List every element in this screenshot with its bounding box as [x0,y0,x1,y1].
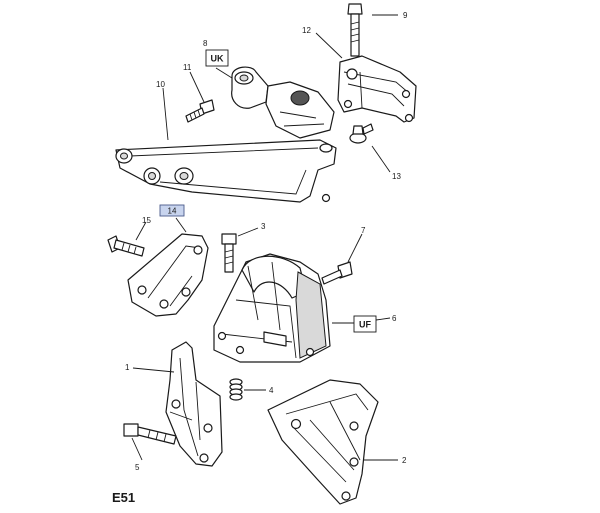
bolt-part-3[interactable] [221,233,237,273]
bolt-part-7[interactable] [321,261,353,285]
callout-12: 12 [302,26,311,35]
callout-1: 1 [125,363,130,372]
triangular-bracket-part-2[interactable] [267,379,379,505]
callout-11: 11 [183,63,192,72]
torque-rod-bushing[interactable] [231,66,335,139]
svg-text:UK: UK [211,54,224,64]
upper-bracket-part-12[interactable] [337,55,417,123]
callout-14: 14 [168,207,177,216]
bolt-part-11[interactable] [185,99,215,123]
callout-5: 5 [135,463,140,472]
vertical-bracket-part-1[interactable] [165,341,223,467]
bolt-part-13[interactable] [349,123,374,144]
tag-uk: UK [205,49,229,67]
bracket-part-14[interactable] [127,233,209,317]
tag-uf: UF [353,315,377,333]
callout-13: 13 [392,172,401,181]
bolt-part-9[interactable] [347,3,363,57]
svg-text:UF: UF [359,320,371,330]
bolt-part-5[interactable] [123,423,177,445]
callout-9: 9 [403,11,408,20]
callout-10: 10 [156,80,165,89]
callout-15: 15 [142,216,151,225]
spring-part-4[interactable] [229,378,243,401]
callout-4: 4 [269,386,274,395]
callout-6: 6 [392,314,397,323]
callout-2: 2 [402,456,407,465]
callout-7: 7 [361,226,366,235]
callout-14-highlight: 14 [159,204,185,217]
callout-labels: 9 12 8 11 10 13 14 15 3 7 6 1 4 2 5 [125,11,408,472]
bolt-part-15[interactable] [107,235,145,257]
engine-mount-part-6[interactable] [213,253,331,363]
leader-lines [131,14,398,461]
callout-8: 8 [203,39,208,48]
diagram-code: E51 [112,490,135,505]
subframe-bar-part-10[interactable] [115,139,337,203]
callout-3: 3 [261,222,266,231]
